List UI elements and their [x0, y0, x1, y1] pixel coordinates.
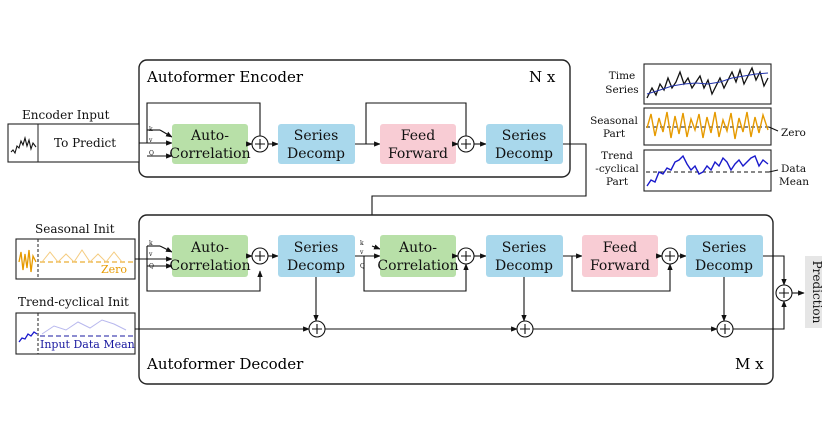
legend-trend-label-1: Trend	[601, 150, 633, 162]
decoder-feed-forward-block	[582, 235, 658, 277]
encoder-autocorrelation-label-1: Auto-	[190, 128, 229, 144]
dec-q-label-1: Q	[149, 263, 154, 270]
dec-v-label-2: v	[359, 249, 364, 256]
decoder-feed-forward-label-2: Forward	[590, 258, 650, 274]
trend-init-mean-label: Input Data Mean	[40, 338, 135, 351]
encoder-input-sparkline	[10, 135, 37, 155]
legend-seasonal-label-1: Seasonal	[590, 115, 638, 127]
encoder-series-decomp-1-label-2: Decomp	[287, 146, 345, 162]
encoder-feed-forward-label-2: Forward	[388, 146, 448, 162]
legend-seasonal-label-2: Part	[603, 128, 626, 140]
encoder-series-decomp-1	[278, 124, 355, 164]
trend-init-sparkline	[18, 331, 38, 343]
trend-init-box	[15, 312, 136, 355]
encoder-series-decomp-2	[486, 124, 563, 164]
dec-k-label-1: k	[149, 240, 153, 247]
encoder-input-label: Encoder Input	[22, 108, 110, 122]
decoder-series-decomp-3-label-2: Decomp	[695, 258, 753, 274]
decoder-series-decomp-1	[278, 235, 355, 277]
decoder-autocorrelation-block-1	[172, 235, 248, 277]
legend-trend-label-2: -cyclical	[595, 163, 639, 175]
legend-zero-label: Zero	[781, 127, 806, 139]
decoder-series-decomp-1-label-1: Series	[294, 240, 339, 256]
encoder-title: Autoformer Encoder	[146, 68, 304, 86]
decoder-series-decomp-3	[686, 235, 763, 277]
legend-time-series-line	[646, 66, 769, 99]
seasonal-init-zero-label: Zero	[101, 263, 127, 276]
decoder-feed-forward-label-1: Feed	[603, 240, 638, 256]
decoder-series-decomp-2-label-1: Series	[502, 240, 547, 256]
encoder-feed-forward-label-1: Feed	[401, 128, 436, 144]
legend-mean-label-2: Mean	[779, 176, 809, 188]
decoder-repeat: M x	[735, 355, 764, 373]
legend-seasonal-line	[646, 111, 769, 140]
decoder-series-decomp-3-label-1: Series	[702, 240, 747, 256]
decoder-autocorrelation-2-label-1: Auto-	[398, 240, 437, 256]
legend-time-label-2: Series	[605, 84, 638, 96]
encoder-series-decomp-2-label-1: Series	[502, 128, 547, 144]
seasonal-init-label: Seasonal Init	[35, 222, 115, 236]
seasonal-init-sparkline	[18, 249, 37, 273]
dec-v-label-1: v	[148, 251, 153, 258]
prediction-output-box	[805, 256, 822, 328]
enc-v-label: v	[148, 137, 153, 144]
decoder-autocorrelation-1-label-2: Correlation	[169, 258, 250, 274]
enc-q-label: Q	[149, 150, 154, 157]
encoder-feed-forward-block	[380, 124, 456, 164]
decoder-autocorrelation-2-label-2: Correlation	[377, 258, 458, 274]
encoder-autocorrelation-block	[172, 124, 248, 164]
dec-k-label-2: k	[360, 240, 364, 247]
encoder-series-decomp-2-label-2: Decomp	[495, 146, 553, 162]
legend-trend-label-3: Part	[606, 176, 629, 188]
decoder-series-decomp-2	[486, 235, 563, 277]
decoder-title: Autoformer Decoder	[146, 355, 304, 373]
encoder-series-decomp-1-label-1: Series	[294, 128, 339, 144]
legend-time-label-1: Time	[609, 70, 636, 82]
enc-k-label: k	[149, 126, 153, 133]
decoder-autocorrelation-block-2	[380, 235, 456, 277]
legend-trend-box	[643, 149, 772, 192]
dec-q-label-2: Q	[360, 263, 365, 270]
decoder-series-decomp-2-label-2: Decomp	[495, 258, 553, 274]
legend-mean-label-1: Data	[781, 163, 806, 175]
trend-init-label: Trend-cyclical Init	[18, 295, 129, 309]
legend-trend-line	[646, 154, 769, 187]
encoder-autocorrelation-label-2: Correlation	[169, 146, 250, 162]
decoder-series-decomp-1-label-2: Decomp	[287, 258, 345, 274]
prediction-label: Prediction	[810, 261, 824, 324]
decoder-autocorrelation-1-label-1: Auto-	[190, 240, 229, 256]
encoder-to-predict: To Predict	[54, 136, 116, 150]
encoder-repeat: N x	[529, 68, 556, 86]
